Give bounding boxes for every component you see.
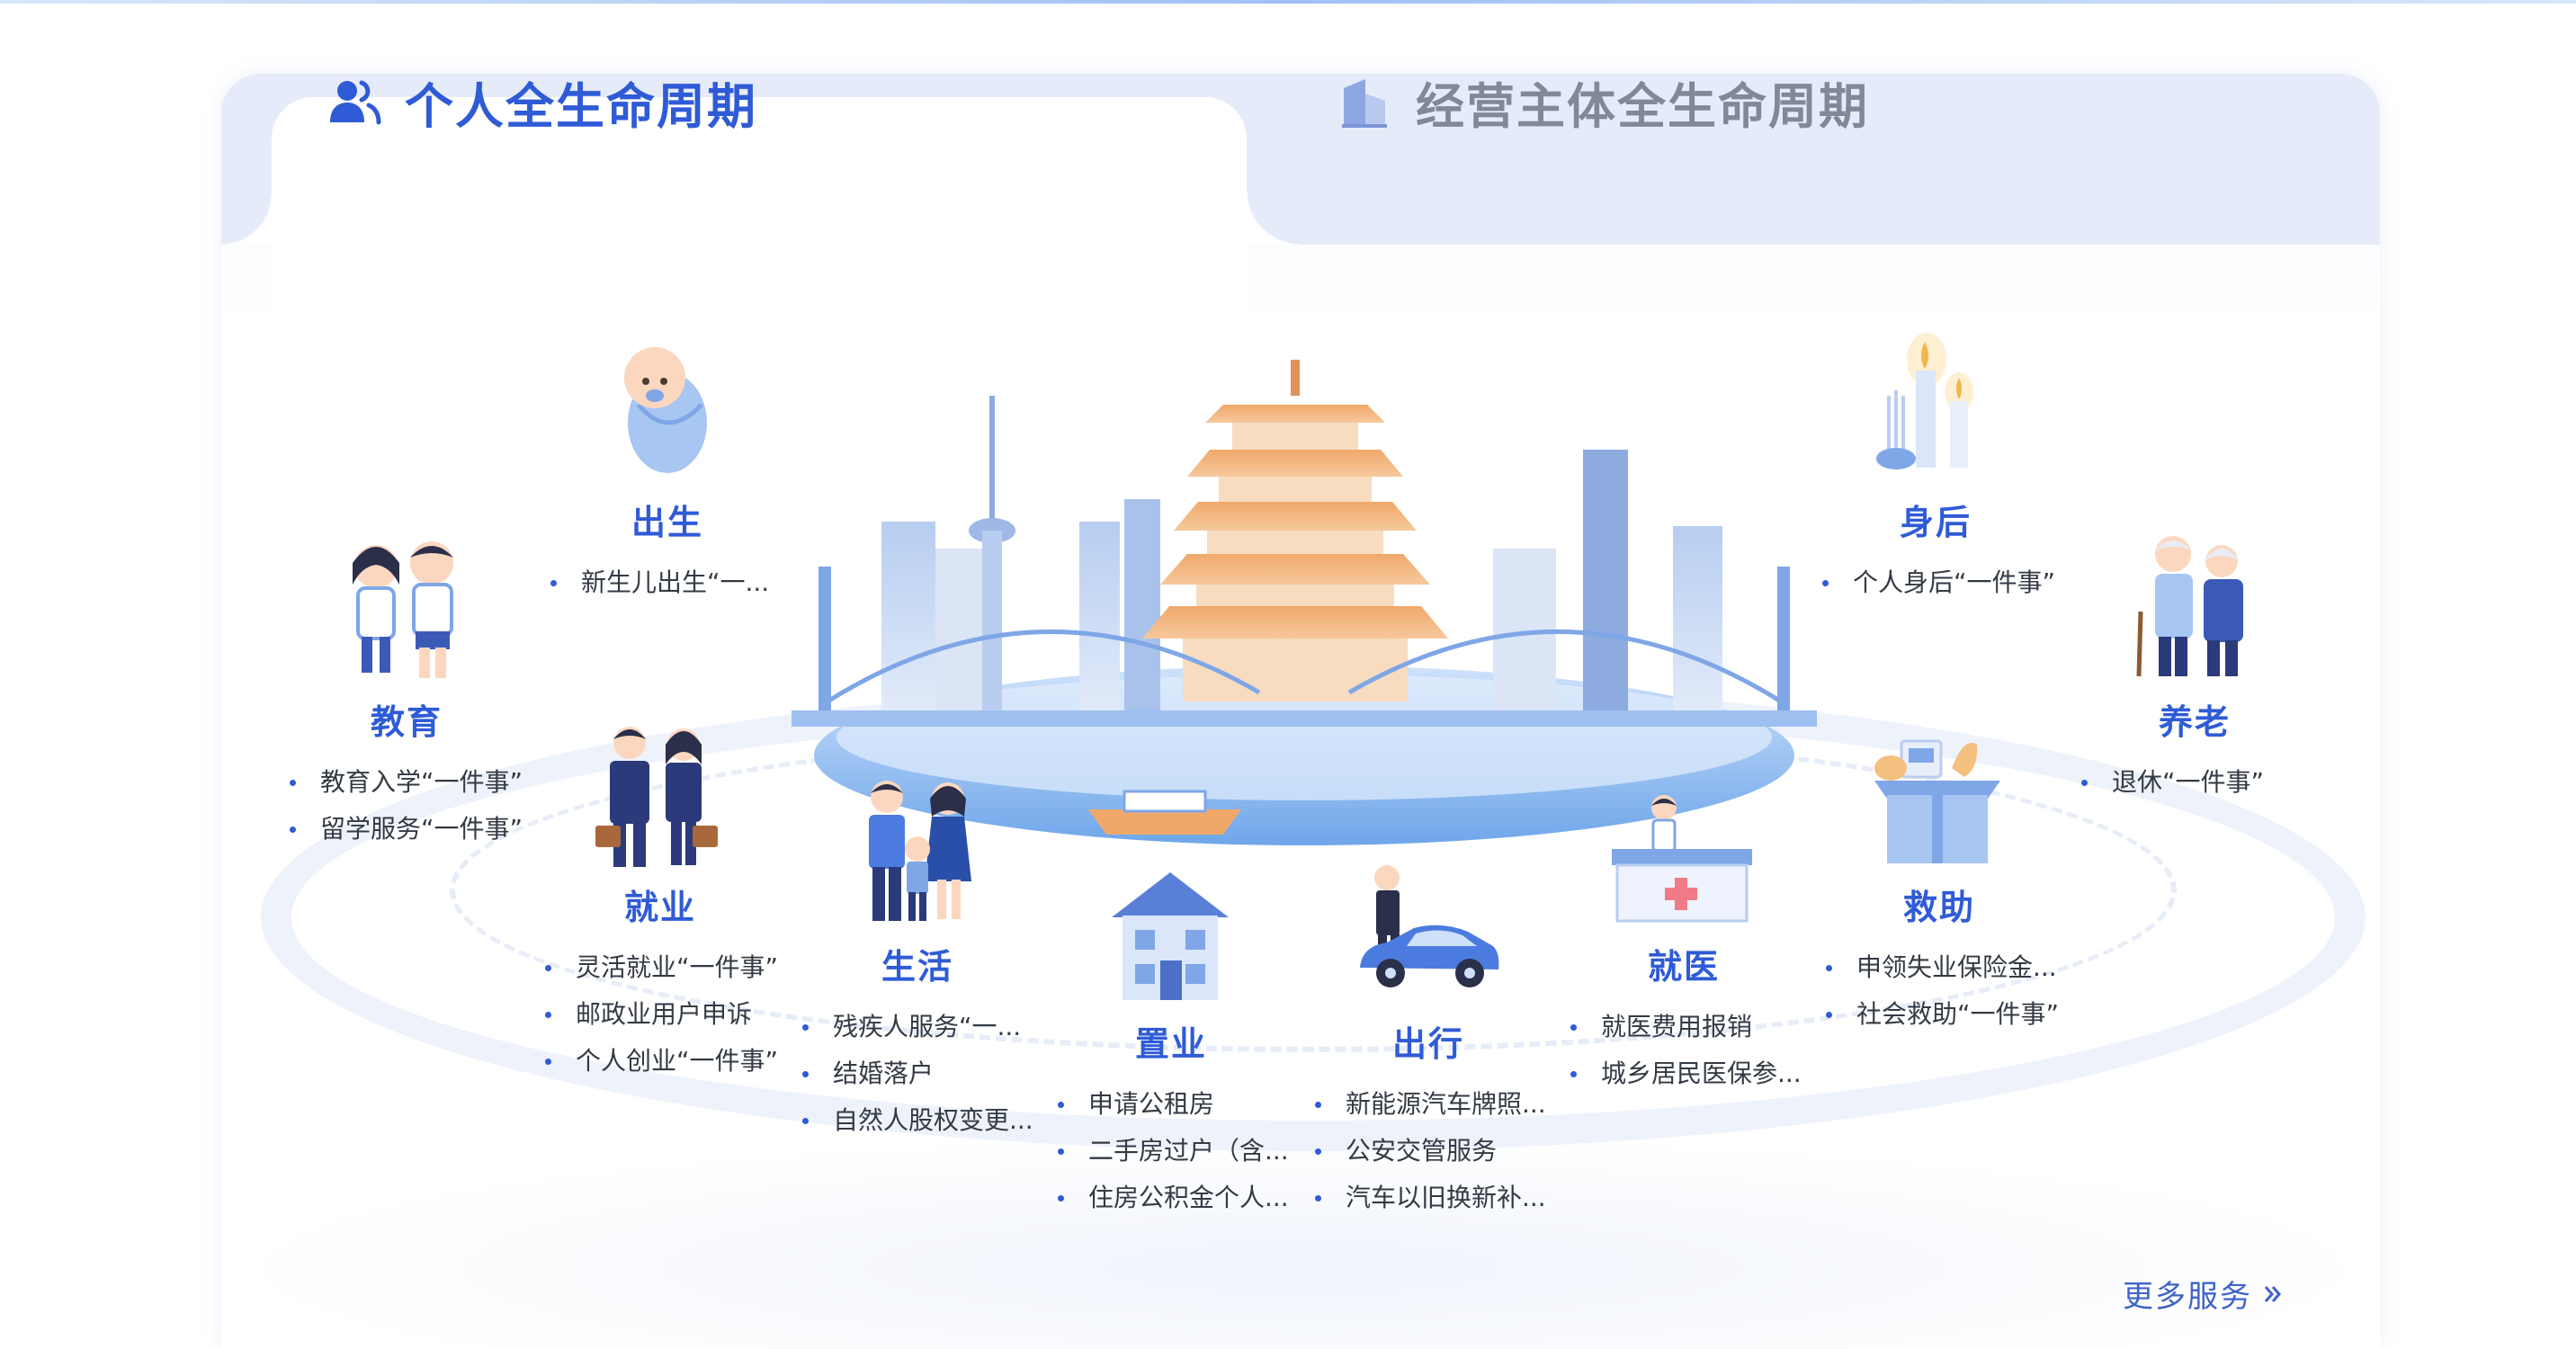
list-item[interactable]: 残疾人服务“一... [802, 1004, 1033, 1050]
more-services-label: 更多服务 [2123, 1279, 2252, 1315]
list-item[interactable]: 个人身后“一件事” [1822, 559, 2055, 606]
aid-box-illustration [1874, 739, 2000, 863]
baby-illustration [624, 347, 707, 473]
list-item[interactable]: 住房公积金个人... [1058, 1175, 1289, 1221]
clinic-illustration [1612, 795, 1752, 923]
users-icon [330, 80, 381, 124]
category-medical-list: 就医费用报销 城乡居民医保参... [1570, 1004, 1802, 1097]
category-birth-title[interactable]: 出生 [631, 503, 704, 542]
category-retirement-list: 退休“一件事” [2081, 759, 2264, 806]
list-item[interactable]: 自然人股权变更... [802, 1097, 1033, 1144]
candles-illustration [1876, 333, 1973, 469]
category-medical-title[interactable]: 就医 [1648, 947, 1721, 987]
tab-personal-background [221, 97, 1301, 313]
tab-personal[interactable]: 个人全生命周期 [327, 67, 757, 138]
list-item[interactable]: 汽车以旧换新补... [1315, 1175, 1546, 1221]
house-illustration [1112, 872, 1229, 1000]
category-birth-list: 新生儿出生“一... [550, 559, 769, 606]
list-item[interactable]: 个人创业“一件事” [545, 1038, 778, 1085]
list-item[interactable]: 留学服务“一件事” [290, 806, 523, 853]
top-accent-line [0, 0, 2576, 4]
list-item[interactable]: 教育入学“一件事” [290, 759, 523, 806]
list-item[interactable]: 新生儿出生“一... [550, 559, 769, 606]
wuhan-skyline-illustration [792, 360, 1817, 845]
list-item[interactable]: 申请公租房 [1058, 1081, 1289, 1128]
category-travel-title[interactable]: 出行 [1392, 1024, 1465, 1064]
category-housing-title[interactable]: 置业 [1135, 1024, 1208, 1064]
list-item[interactable]: 退休“一件事” [2081, 759, 2264, 806]
category-life-title[interactable]: 生活 [881, 947, 954, 987]
students-illustration [353, 541, 453, 678]
category-afterlife-list: 个人身后“一件事” [1822, 559, 2055, 606]
category-housing-list: 申请公租房 二手房过户（含... 住房公积金个人... [1058, 1081, 1289, 1221]
category-assistance-list: 申领失业保险金... 社会救助“一件事” [1826, 944, 2059, 1038]
professionals-illustration [595, 727, 718, 867]
more-services-link[interactable]: 更多服务 [2123, 1272, 2285, 1316]
tab-personal-label: 个人全生命周期 [405, 78, 757, 135]
list-item[interactable]: 新能源汽车牌照... [1315, 1081, 1546, 1128]
tab-business-label: 经营主体全生命周期 [1416, 78, 1869, 135]
category-life-list: 残疾人服务“一... 结婚落户 自然人股权变更... [802, 1004, 1033, 1144]
category-retirement-title[interactable]: 养老 [2159, 702, 2232, 742]
category-travel-list: 新能源汽车牌照... 公安交管服务 汽车以旧换新补... [1315, 1081, 1546, 1221]
list-item[interactable]: 邮政业用户申诉 [545, 991, 778, 1038]
category-education-list: 教育入学“一件事” 留学服务“一件事” [290, 759, 523, 853]
building-icon [1342, 78, 1387, 128]
category-employment-list: 灵活就业“一件事” 邮政业用户申诉 个人创业“一件事” [545, 944, 778, 1085]
list-item[interactable]: 结婚落户 [802, 1050, 1033, 1097]
list-item[interactable]: 就医费用报销 [1570, 1004, 1802, 1050]
category-assistance-title[interactable]: 救助 [1903, 888, 1976, 927]
list-item[interactable]: 二手房过户（含... [1058, 1128, 1289, 1175]
car-illustration [1360, 865, 1499, 987]
list-item[interactable]: 社会救助“一件事” [1826, 991, 2059, 1038]
list-item[interactable]: 城乡居民医保参... [1570, 1050, 1802, 1097]
family-illustration [869, 781, 971, 921]
tab-business[interactable]: 经营主体全生命周期 [1338, 67, 1869, 138]
platform-base-shadow [216, 1133, 2393, 1349]
list-item[interactable]: 灵活就业“一件事” [545, 944, 778, 991]
category-afterlife-title[interactable]: 身后 [1900, 503, 1972, 542]
list-item[interactable]: 申领失业保险金... [1826, 944, 2059, 991]
list-item[interactable]: 公安交管服务 [1315, 1128, 1546, 1175]
double-chevron-right-icon [2264, 1285, 2281, 1302]
elderly-couple-illustration [2136, 536, 2243, 677]
category-education-title[interactable]: 教育 [371, 702, 443, 742]
category-employment-title[interactable]: 就业 [624, 888, 697, 927]
